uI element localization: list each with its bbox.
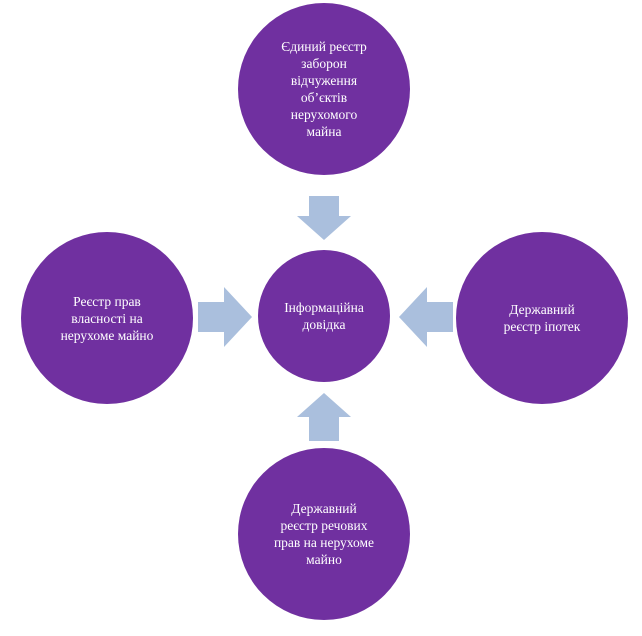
arrow-left-icon [399,287,453,347]
node-information-certificate: Інформаційна довідка [258,250,390,382]
arrow-up-icon [297,393,351,441]
node-unified-registry-of-alienation-bans: Єдиний реєстр заборон відчуження об’єкті… [238,3,410,175]
node-state-real-rights-registry: Державний реєстр речових прав на нерухом… [238,448,410,620]
node-label-top: Єдиний реєстр заборон відчуження об’єкті… [281,39,367,139]
arrow-down-icon [297,196,351,240]
node-label-center: Інформаційна довідка [284,300,364,332]
node-label-right: Державний реєстр іпотек [503,302,581,334]
node-property-rights-registry: Реєстр прав власності на нерухоме майно [21,232,193,404]
arrow-right-icon [198,287,252,347]
node-state-mortgage-registry: Державний реєстр іпотек [456,232,628,404]
node-label-left: Реєстр прав власності на нерухоме майно [60,293,154,343]
node-label-bottom: Державний реєстр речових прав на нерухом… [273,501,375,567]
